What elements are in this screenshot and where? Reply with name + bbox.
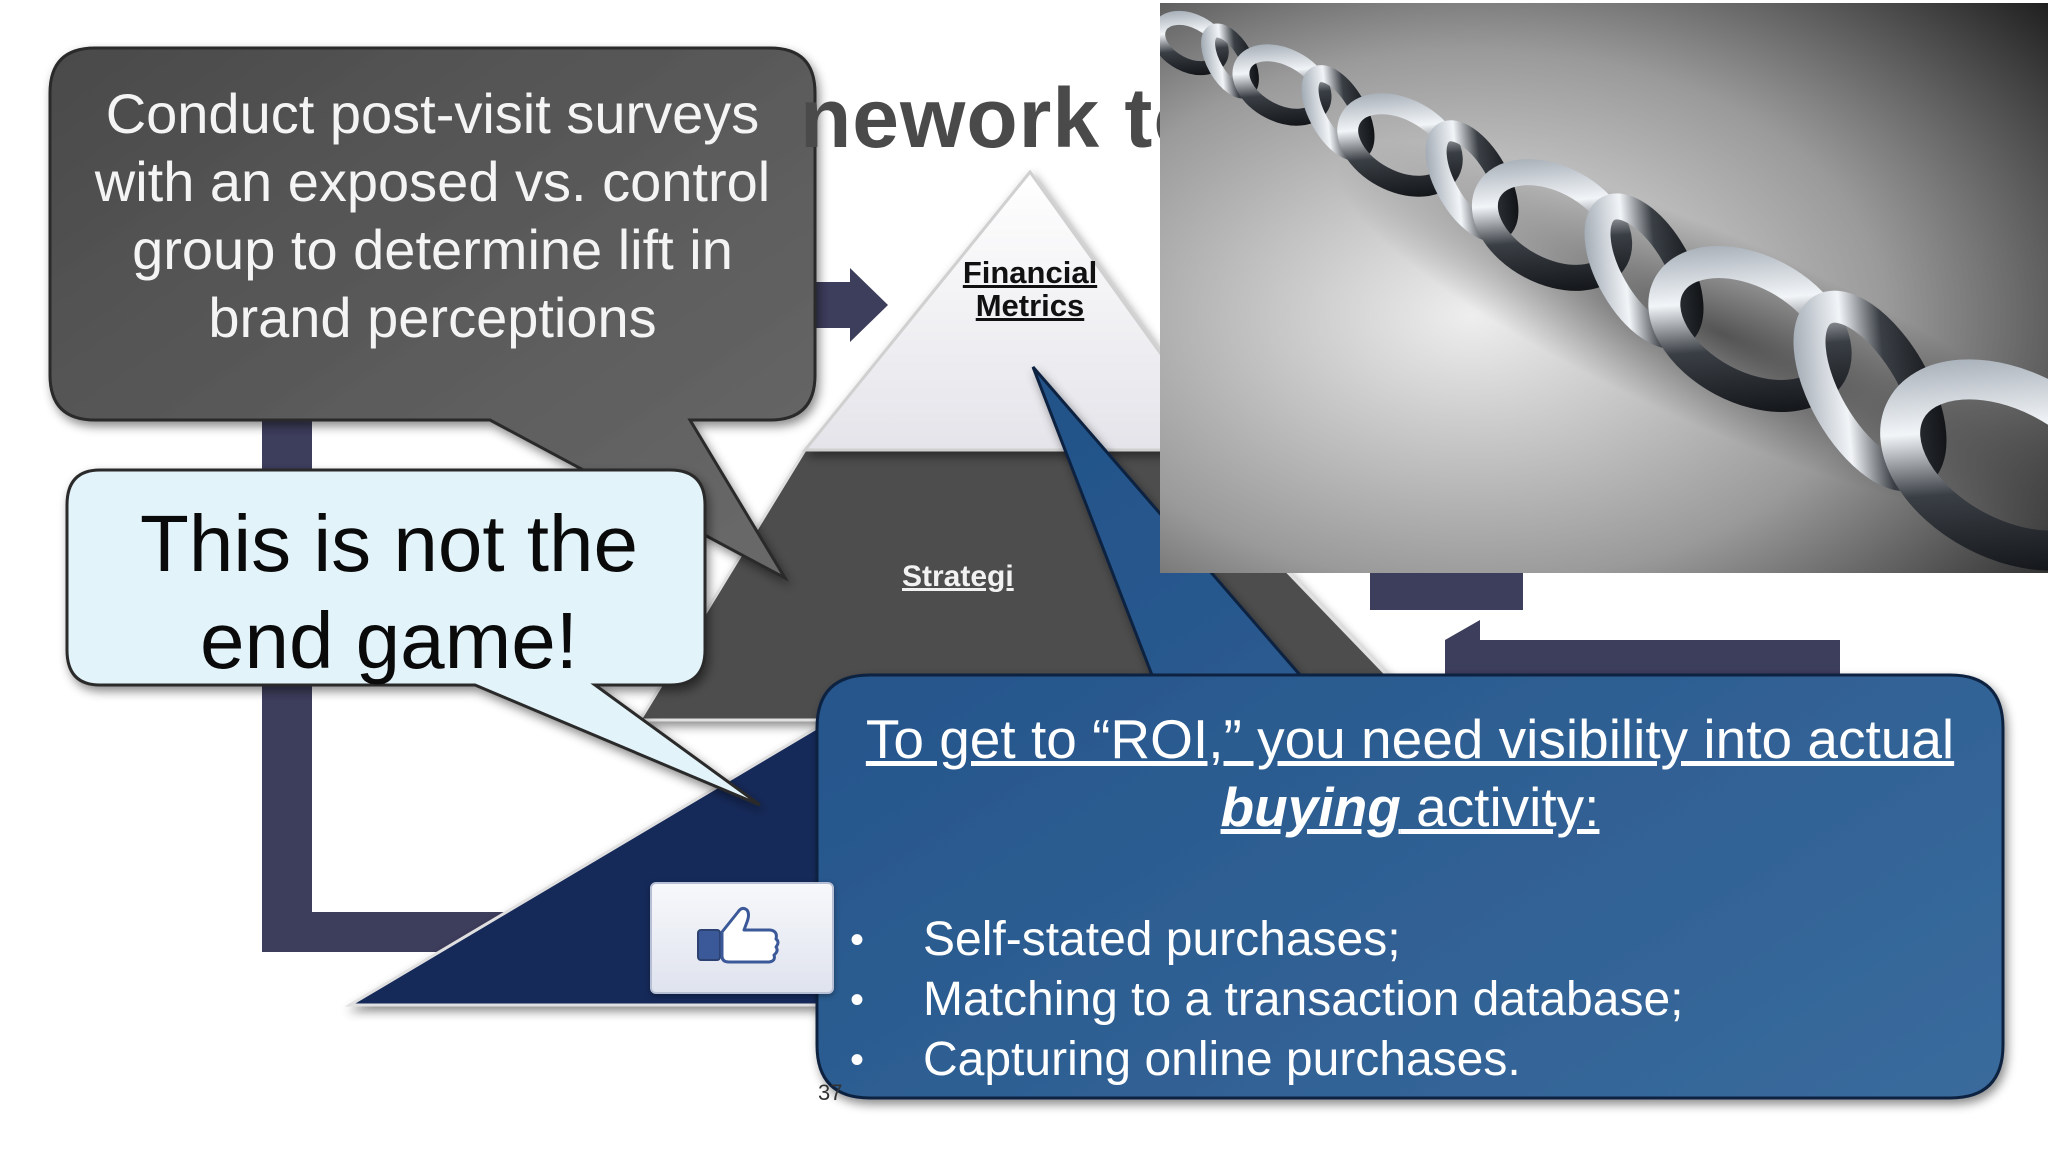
pyramid-middle-label: Strategi [902, 560, 1014, 593]
blue-heading-emphasis: buying [1220, 776, 1401, 838]
blue-callout-list: Self-stated purchases; Matching to a tra… [850, 910, 1683, 1090]
light-callout-bubble [65, 468, 761, 807]
list-item: Matching to a transaction database; [850, 970, 1683, 1030]
light-callout-text: This is not the end game! [139, 499, 638, 685]
pyramid-top-label-line2: Metrics [975, 288, 1085, 323]
slide-title-fragment: nework to [800, 71, 1206, 165]
list-item: Self-stated purchases; [850, 910, 1683, 970]
chain-photo [1160, 3, 2048, 573]
pyramid-top-label-line1: Financial [962, 255, 1098, 290]
chain-icon [1160, 3, 2048, 573]
pyramid-top-label: Financial Metrics [930, 256, 1130, 322]
grey-callout-bubble [48, 46, 817, 582]
blue-heading-part2: activity: [1400, 776, 1600, 838]
arrow-left-icon [1445, 620, 1840, 696]
blue-callout-heading: To get to “ROI,” you need visibility int… [840, 705, 1980, 841]
list-item: Capturing online purchases. [850, 1030, 1683, 1090]
like-thumbs-up-icon [697, 906, 780, 964]
pyramid-top-tier [801, 169, 1233, 452]
page-number: 37 [818, 1080, 843, 1105]
blue-heading-part1: To get to “ROI,” you need visibility int… [865, 708, 1955, 770]
like-button[interactable] [650, 882, 834, 994]
grey-callout-text: Conduct post-visit surveys with an expos… [94, 82, 771, 349]
